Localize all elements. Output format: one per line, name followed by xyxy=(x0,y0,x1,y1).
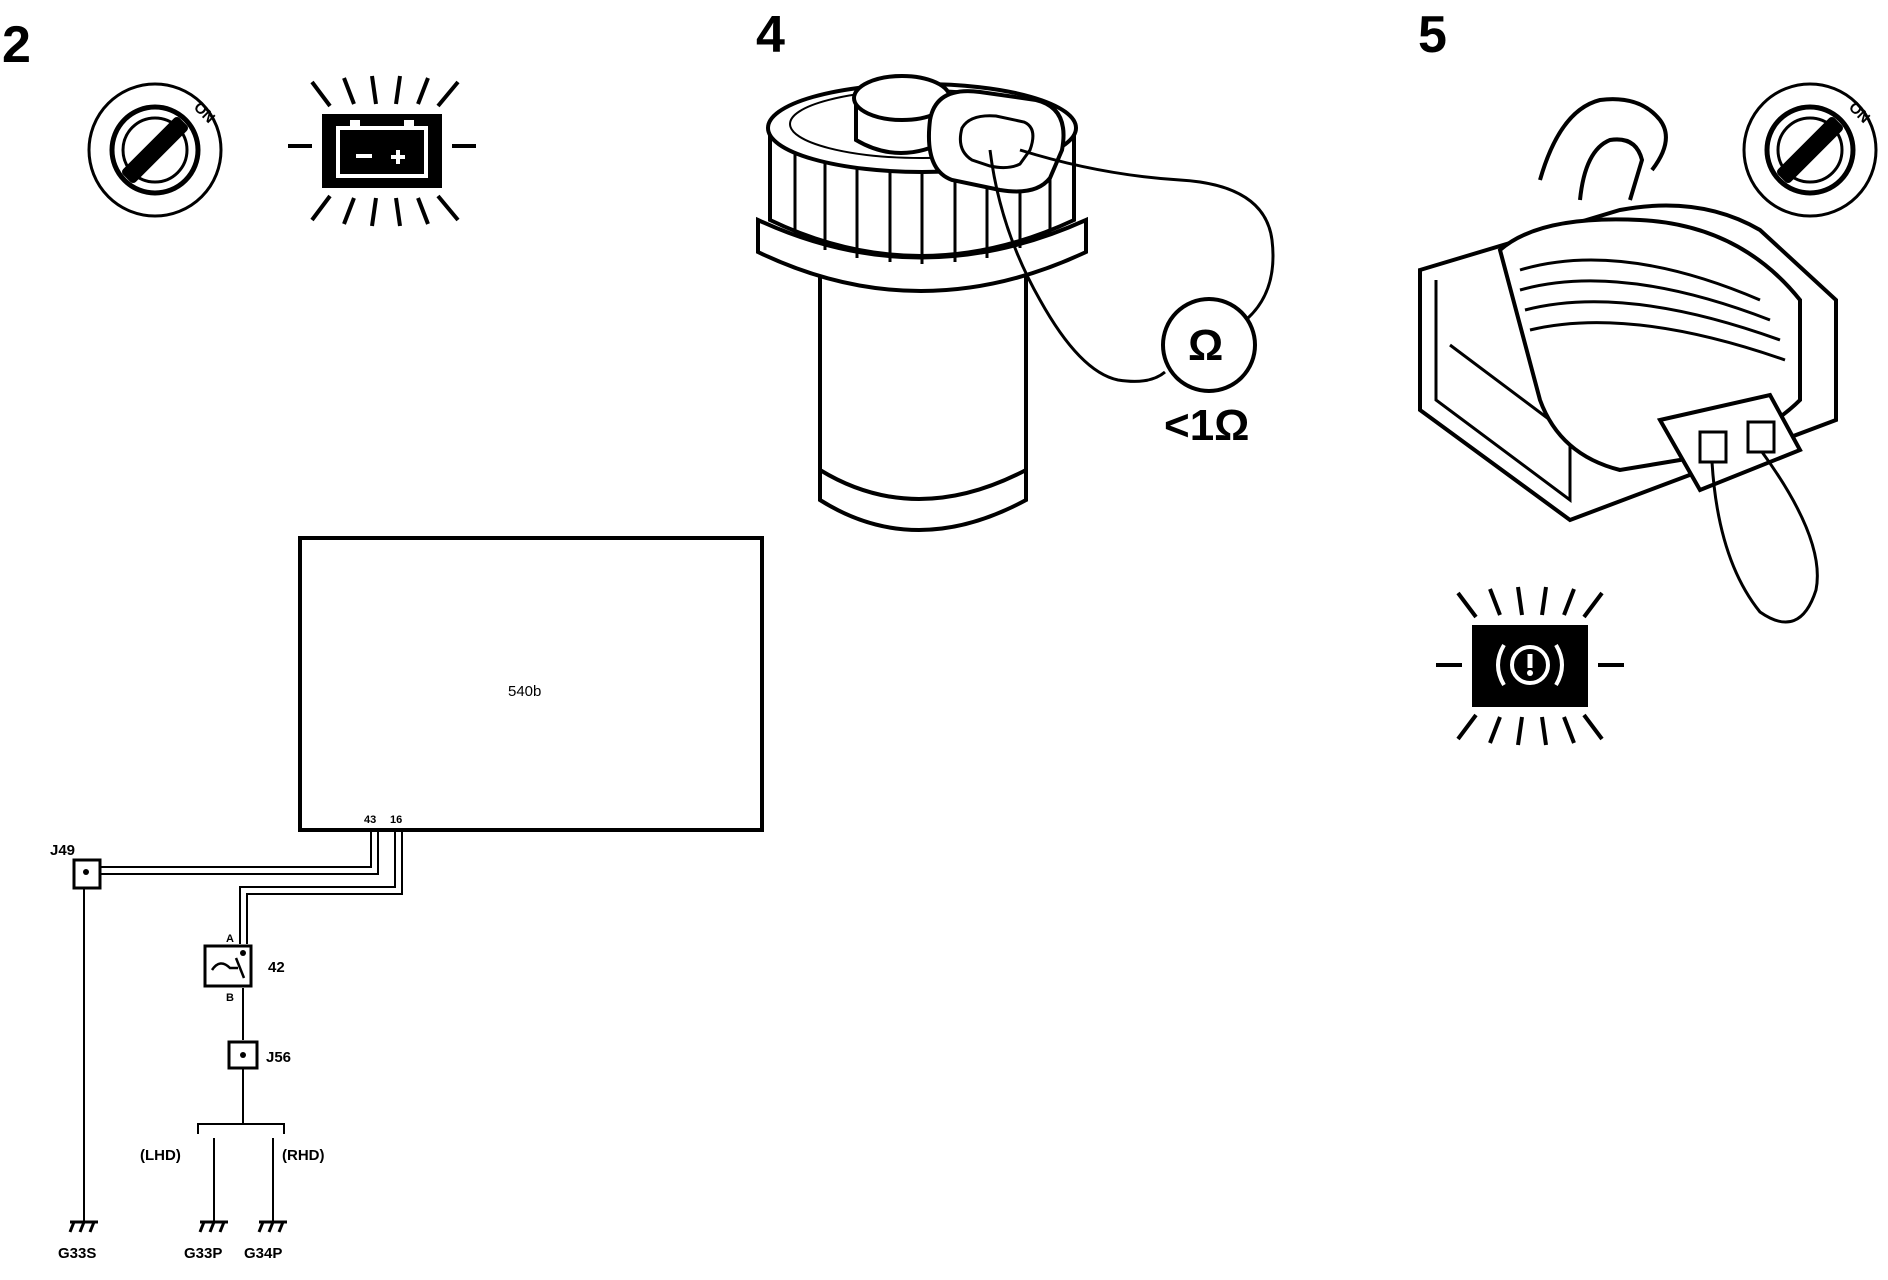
switch-terminal-a: A xyxy=(226,933,234,945)
brake-warning-icon xyxy=(1436,586,1624,746)
ground-g33p-label: G33P xyxy=(184,1245,222,1262)
ground-g33p-icon xyxy=(198,1220,228,1233)
lhd-label: (LHD) xyxy=(140,1147,181,1164)
wiring xyxy=(83,830,403,1222)
module-pin-43: 43 xyxy=(364,814,376,826)
ohmmeter-symbol: Ω xyxy=(1188,321,1223,370)
rhd-label: (RHD) xyxy=(282,1147,325,1164)
step-4-number: 4 xyxy=(756,6,785,64)
junction-j56: J56 xyxy=(227,1040,291,1070)
ground-g34p-icon xyxy=(257,1220,287,1233)
resistance-reading: <1Ω xyxy=(1164,401,1249,450)
jumper-wire xyxy=(1710,451,1819,624)
ohmmeter-test-leads xyxy=(988,148,1275,383)
connector-jumper-illustration xyxy=(1418,97,1838,523)
junction-j49-label: J49 xyxy=(50,842,75,859)
ignition-on-icon: ON xyxy=(1742,82,1878,218)
switch-label: 42 xyxy=(268,959,285,976)
module-pin-16: 16 xyxy=(390,814,402,826)
battery-warning-icon xyxy=(288,75,476,227)
switch-terminal-b: B xyxy=(226,992,234,1004)
ground-g34p-label: G34P xyxy=(244,1245,282,1262)
junction-j49: J49 xyxy=(50,842,102,890)
step-5-number: 5 xyxy=(1418,6,1447,64)
step-2-number: 2 xyxy=(2,16,31,74)
ignition-on-icon: ON xyxy=(87,82,223,218)
control-module: 540b 43 16 xyxy=(298,536,764,832)
ground-g33s-icon xyxy=(68,1220,98,1233)
reservoir-cap-illustration xyxy=(756,74,1088,532)
ground-g33s-label: G33S xyxy=(58,1245,96,1262)
module-label: 540b xyxy=(508,683,541,700)
ohmmeter-icon: Ω xyxy=(1161,297,1257,393)
brake-fluid-level-switch: A B 42 xyxy=(203,933,285,1004)
junction-j56-label: J56 xyxy=(266,1049,291,1066)
